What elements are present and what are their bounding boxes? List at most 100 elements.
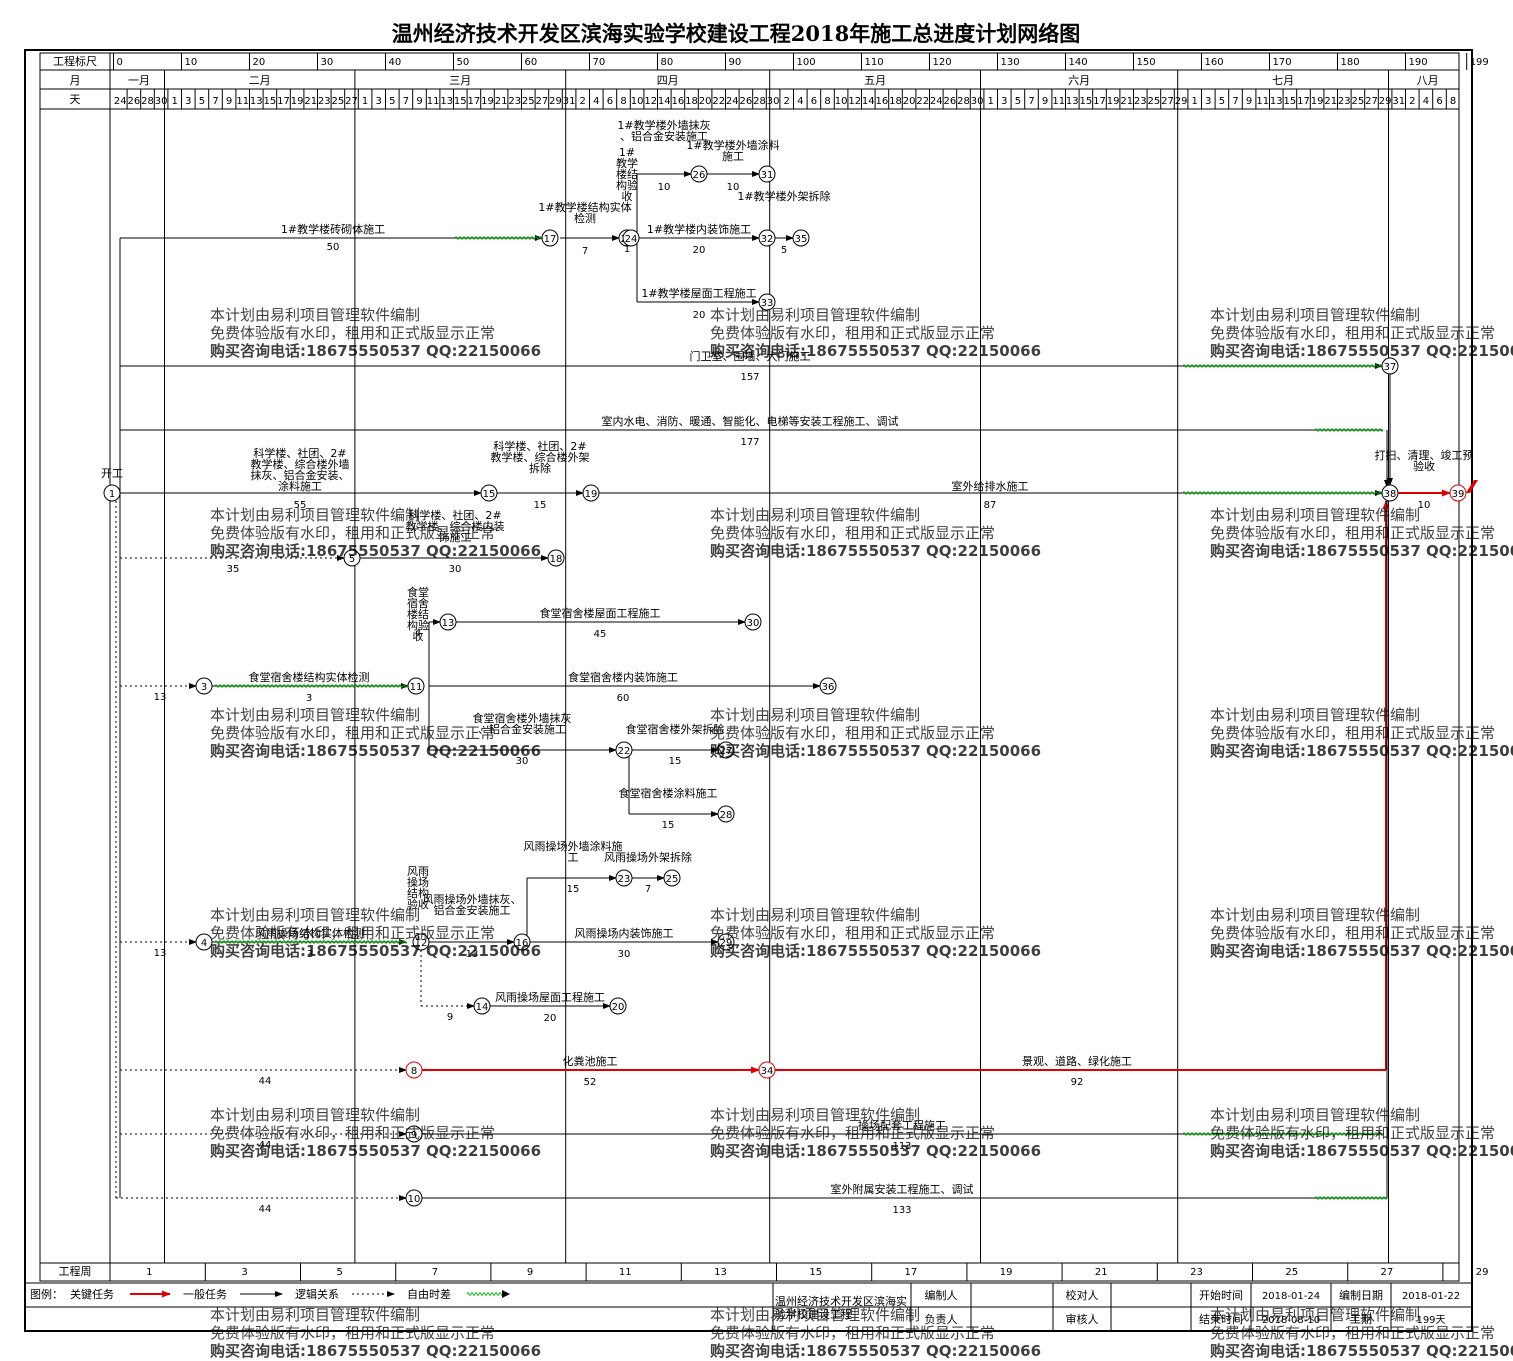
task-name: 开工 <box>101 467 123 480</box>
task-name: 宿舍 <box>407 596 429 610</box>
watermark-text: 免费体验版有水印，租用和正式版显示正常 <box>710 524 995 542</box>
event-node <box>541 229 559 247</box>
day-label: 6 <box>811 96 817 107</box>
day-label: 8 <box>824 96 830 107</box>
footer-end-label: 结束时间 <box>1199 1313 1243 1326</box>
watermark-text: 本计划由易利项目管理软件编制 <box>1210 506 1420 524</box>
week-label: 1 <box>146 1267 152 1278</box>
task-name: 风雨操场结构实体检测 <box>255 926 365 940</box>
task-duration: 10 <box>1418 500 1431 511</box>
event-node-label: 24 <box>625 234 638 245</box>
event-node <box>1449 484 1467 502</box>
task-duration: 30 <box>449 564 462 575</box>
watermark-text: 免费体验版有水印，租用和正式版显示正常 <box>210 924 495 942</box>
event-node-label: 22 <box>618 746 631 757</box>
task-name: 涂料施工 <box>278 479 322 493</box>
day-label: 31 <box>563 96 576 107</box>
day-label: 19 <box>1107 96 1120 107</box>
day-label: 11 <box>236 96 249 107</box>
scale-label: 120 <box>933 57 952 68</box>
watermark-text: 免费体验版有水印，租用和正式版显示正常 <box>210 324 495 342</box>
free-float-wave <box>1182 364 1384 368</box>
watermark-text: 购买咨询电话:18675550537 QQ:22150066 <box>1210 342 1513 360</box>
event-node-label: 13 <box>442 618 455 629</box>
event-node <box>1381 484 1399 502</box>
event-node <box>473 997 491 1015</box>
event-node <box>1381 357 1399 375</box>
event-node <box>792 229 810 247</box>
day-label: 24 <box>114 96 127 107</box>
day-label: 29 <box>1379 96 1392 107</box>
task-name: 食堂宿舍楼结构实体检测 <box>249 670 370 684</box>
event-node-label: 12 <box>415 938 428 949</box>
event-node-label: 3 <box>201 682 207 693</box>
day-label: 6 <box>607 96 613 107</box>
day-label: 30 <box>971 96 984 107</box>
day-label: 22 <box>712 96 725 107</box>
event-node-label: 18 <box>550 554 563 565</box>
task-duration: 15 <box>534 500 547 511</box>
event-node <box>405 1125 423 1143</box>
watermark-text: 免费体验版有水印，租用和正式版显示正常 <box>210 724 495 742</box>
day-label: 17 <box>1297 96 1310 107</box>
task-name: 风雨操场内装饰施工 <box>575 926 674 940</box>
week-label: 9 <box>527 1267 533 1278</box>
event-node-label: 17 <box>544 234 557 245</box>
watermark-text: 免费体验版有水印，租用和正式版显示正常 <box>1210 724 1495 742</box>
task-name: 1# <box>619 146 635 159</box>
task-name: 食堂宿舍楼外架拆除 <box>626 722 725 736</box>
task-name: 室外给排水施工 <box>952 479 1029 493</box>
scale-label: 199 <box>1470 57 1489 68</box>
scale-label: 170 <box>1273 57 1292 68</box>
event-node-label: 23 <box>618 874 631 885</box>
scale-label: 180 <box>1341 57 1360 68</box>
task-duration: 87 <box>984 500 997 511</box>
day-label: 27 <box>345 96 358 107</box>
day-label: 11 <box>427 96 440 107</box>
day-label: 29 <box>549 96 562 107</box>
day-label: 26 <box>944 96 957 107</box>
day-label: 3 <box>376 96 382 107</box>
scale-label: 20 <box>253 57 266 68</box>
task-name: 科学楼、社团、2# <box>493 439 586 453</box>
task-duration: 92 <box>1071 1077 1084 1088</box>
day-label: 23 <box>318 96 331 107</box>
watermark-text: 免费体验版有水印，租用和正式版显示正常 <box>710 924 995 942</box>
day-label: 7 <box>1028 96 1034 107</box>
legend-logic: 逻辑关系 <box>295 1287 339 1301</box>
watermark-text: 本计划由易利项目管理软件编制 <box>710 506 920 524</box>
task-name: 科学楼、社团、2# <box>253 446 346 460</box>
day-label: 23 <box>1338 96 1351 107</box>
scale-label: 100 <box>797 57 816 68</box>
footer-end-value: 2018-08-10 <box>1262 1315 1320 1326</box>
day-label: 9 <box>416 96 422 107</box>
scale-label: 30 <box>321 57 334 68</box>
day-label: 27 <box>1365 96 1378 107</box>
task-duration: 3 <box>306 693 312 704</box>
task-duration: 1 <box>624 244 630 255</box>
event-node <box>622 229 640 247</box>
day-label: 4 <box>1423 96 1429 107</box>
footer-compiler: 编制人 <box>925 1288 958 1302</box>
event-node-label: 9 <box>411 1130 417 1141</box>
event-node <box>343 549 361 567</box>
footer-reviewer: 审核人 <box>1066 1312 1099 1326</box>
watermark-text: 本计划由易利项目管理软件编制 <box>710 1306 920 1324</box>
free-float-value: 44 <box>259 1076 272 1087</box>
watermark-text: 购买咨询电话:18675550537 QQ:22150066 <box>1210 942 1513 960</box>
free-float-wave <box>1314 428 1384 432</box>
event-node <box>690 165 708 183</box>
day-label: 9 <box>226 96 232 107</box>
day-label: 13 <box>1066 96 1079 107</box>
watermark-text: 免费体验版有水印，租用和正式版显示正常 <box>710 724 995 742</box>
week-label: 7 <box>432 1267 438 1278</box>
day-label: 9 <box>1042 96 1048 107</box>
task-name: 收 <box>622 189 633 203</box>
task-name: 、铝合金安装施工 <box>478 722 566 736</box>
day-label: 20 <box>699 96 712 107</box>
day-label: 15 <box>1080 96 1093 107</box>
scale-label: 150 <box>1137 57 1156 68</box>
event-node-label: 36 <box>822 682 835 693</box>
day-label: 19 <box>291 96 304 107</box>
watermark-text: 购买咨询电话:18675550537 QQ:22150066 <box>1210 1342 1513 1360</box>
